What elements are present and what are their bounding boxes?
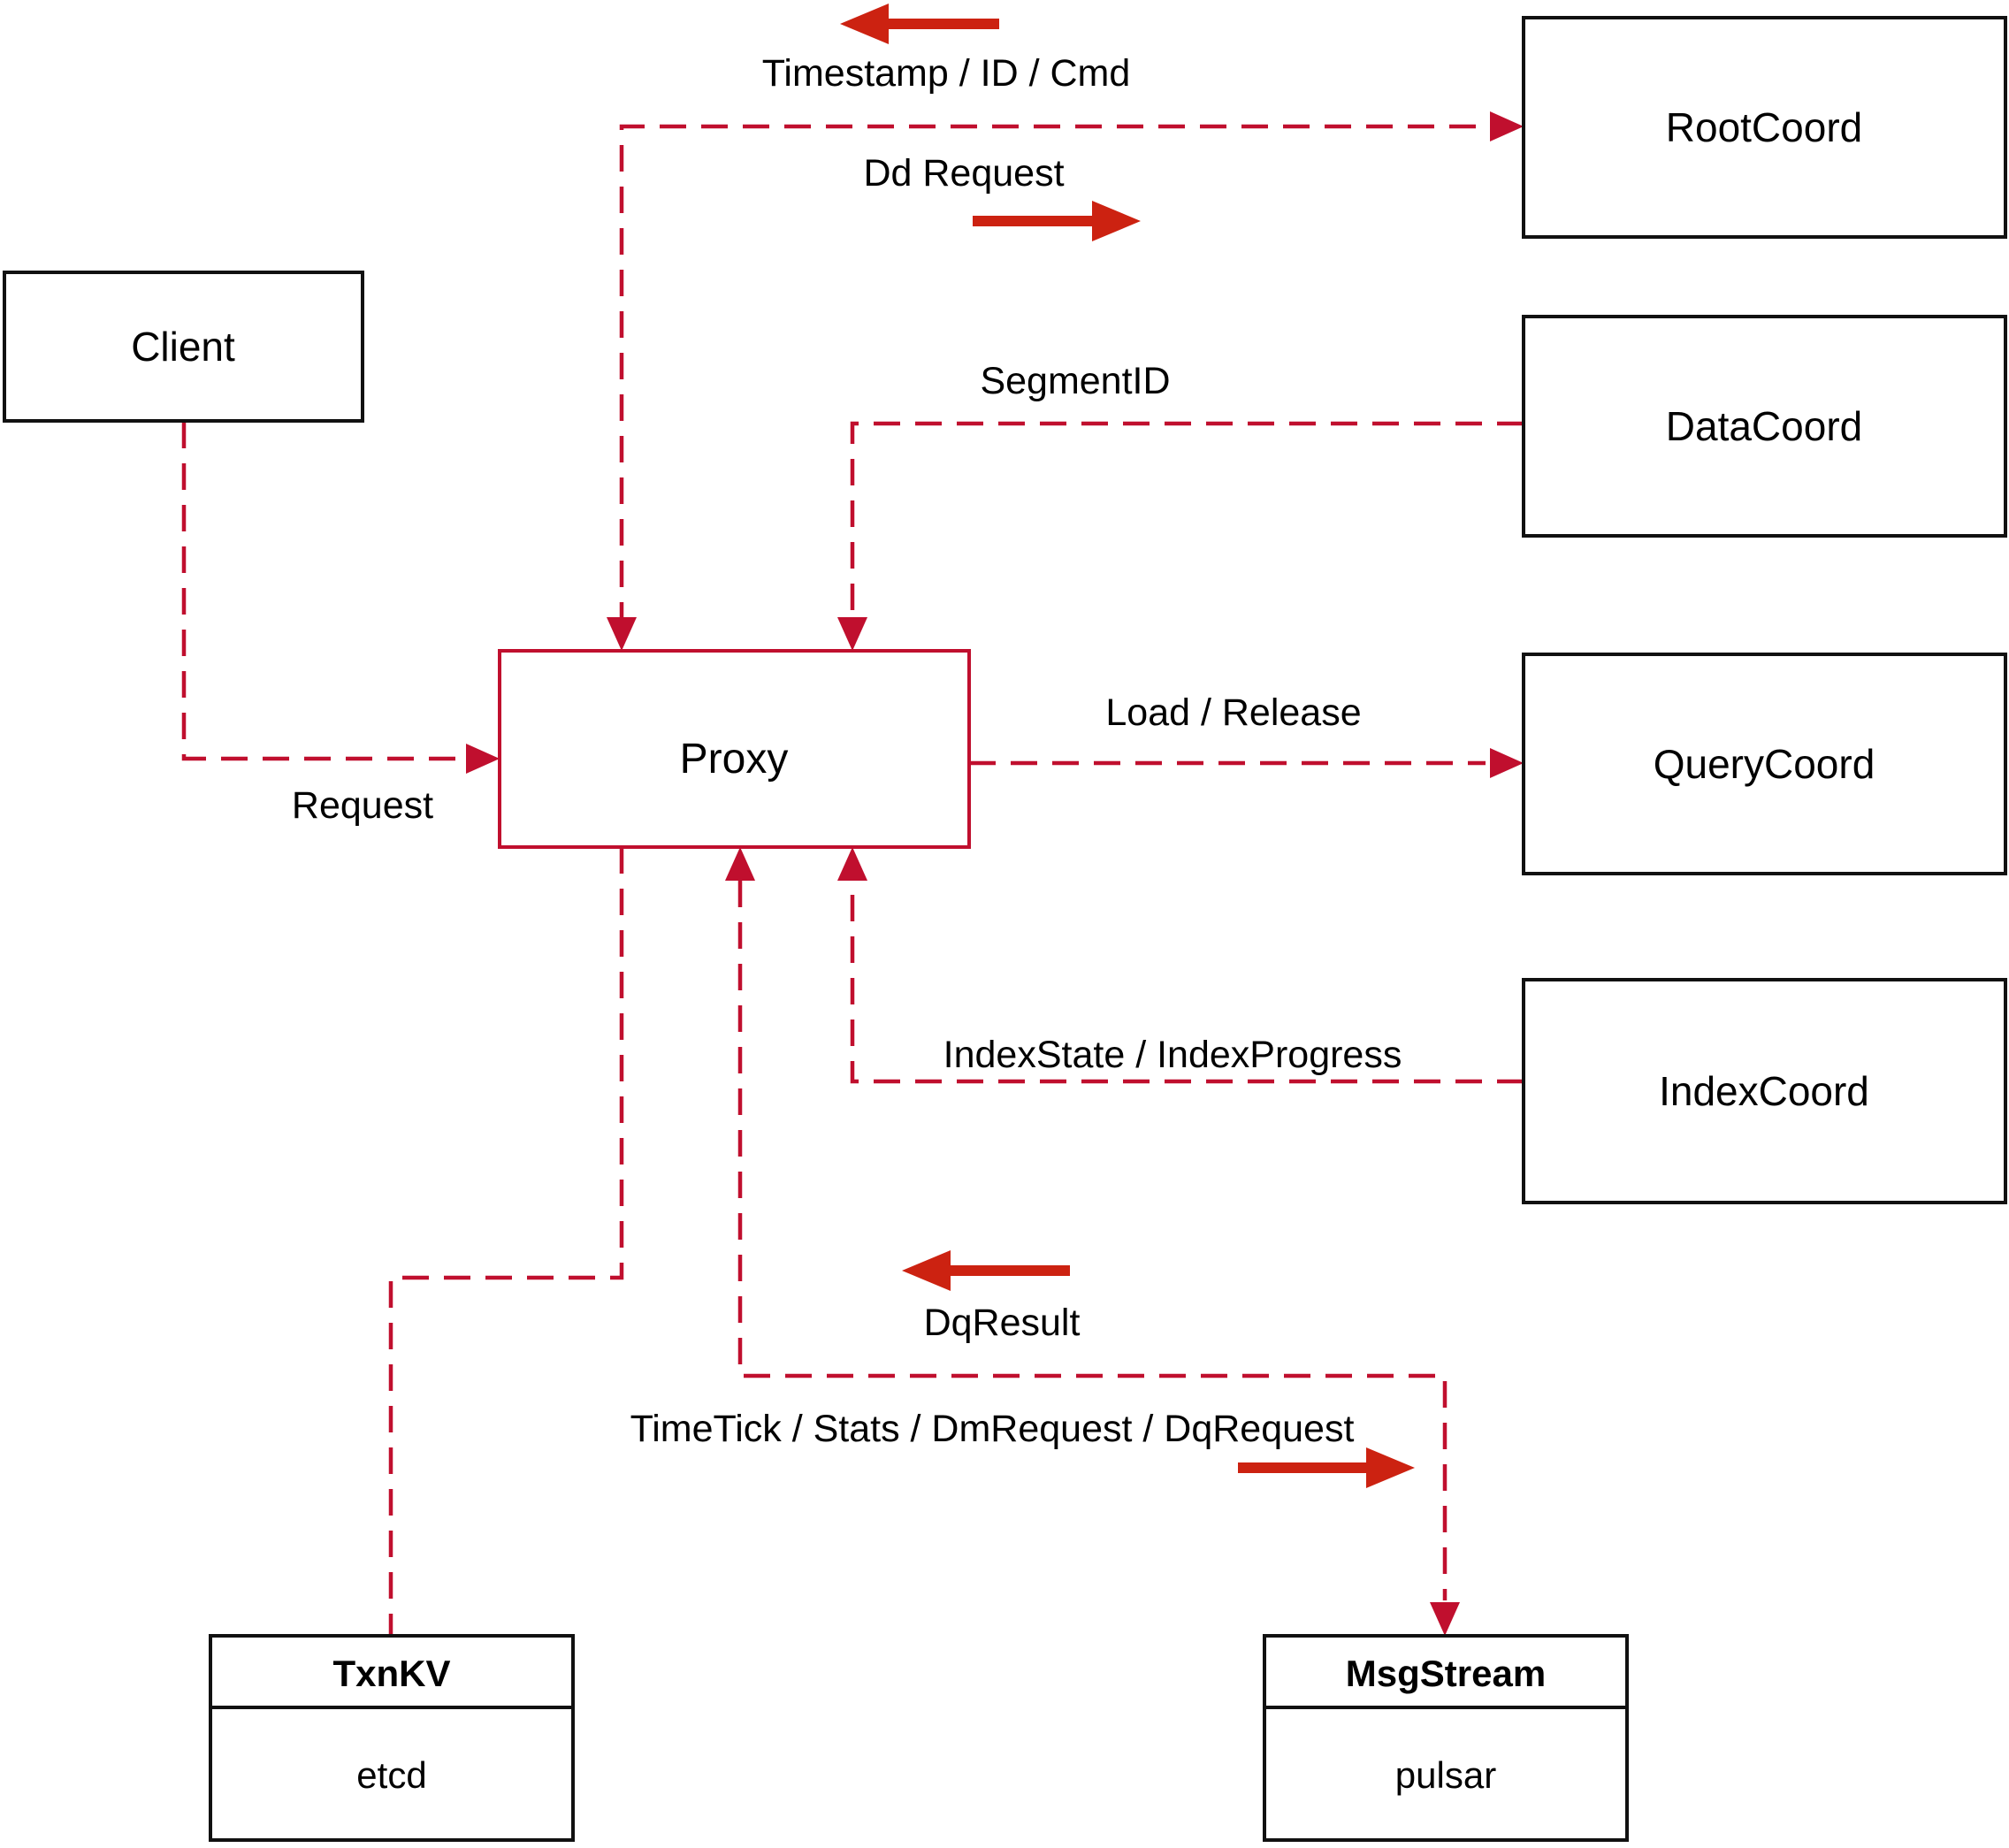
dd-request-label: Dd Request [863,152,1064,195]
request-label: Request [292,784,433,827]
client-node [3,271,364,423]
edge-indexcoord-proxy [850,882,1524,1084]
indexcoord-node [1522,978,2007,1204]
arrowhead-into-querycoord [1490,748,1524,778]
dq-result-label: DqResult [924,1302,1081,1344]
arrowhead-into-proxy-bottom-right [837,847,867,881]
txnkv-node [209,1634,575,1842]
txnkv-title: TxnKV [332,1653,450,1694]
left-arrow-timestamp-icon [840,4,999,44]
direction-arrows-group [840,4,1415,1488]
edge-proxy-rootcoord [619,124,1517,619]
querycoord-label: QueryCoord [1654,741,1875,787]
arrowhead-into-proxy-top-left [607,617,637,651]
edge-arrowheads-group [466,111,1524,1636]
node-boxes-group [3,16,2007,1842]
client-label: Client [131,324,235,370]
arrowhead-into-proxy-left [466,744,500,774]
arrowhead-into-rootcoord [1490,111,1524,141]
edge-proxy-txnkv [388,847,624,1636]
edge-datacoord-proxy [850,421,1524,617]
rootcoord-node [1522,16,2007,239]
index-state-progress-label: IndexState / IndexProgress [943,1034,1402,1076]
querycoord-node [1522,653,2007,875]
timestamp-id-cmd-label: Timestamp / ID / Cmd [762,52,1131,95]
proxy-label: Proxy [680,736,789,783]
edge-proxy-msgstream [737,881,1448,1600]
msgstream-node [1263,1634,1629,1842]
msgstream-title: MsgStream [1346,1653,1546,1694]
arrowhead-into-msgstream [1430,1602,1460,1636]
indexcoord-label: IndexCoord [1659,1068,1869,1114]
edge-client-proxy [181,422,462,761]
txnkv-subtitle: etcd [356,1754,426,1796]
arrowhead-into-proxy-top-right [837,617,867,651]
datacoord-label: DataCoord [1666,403,1862,449]
rootcoord-label: RootCoord [1666,104,1862,150]
edge-lines-group [181,124,1524,1636]
datacoord-node [1522,315,2007,538]
right-arrow-dd-request-icon [973,201,1141,241]
left-arrow-dq-result-icon [902,1250,1070,1291]
arrowhead-into-proxy-bottom-left [725,847,755,881]
msgstream-subtitle: pulsar [1395,1754,1496,1796]
load-release-label: Load / Release [1105,691,1361,734]
timetick-stats-label: TimeTick / Stats / DmRequest / DqRequest [630,1408,1355,1450]
segment-id-label: SegmentID [980,360,1170,402]
right-arrow-timetick-icon [1238,1447,1415,1488]
proxy-node [498,649,971,849]
